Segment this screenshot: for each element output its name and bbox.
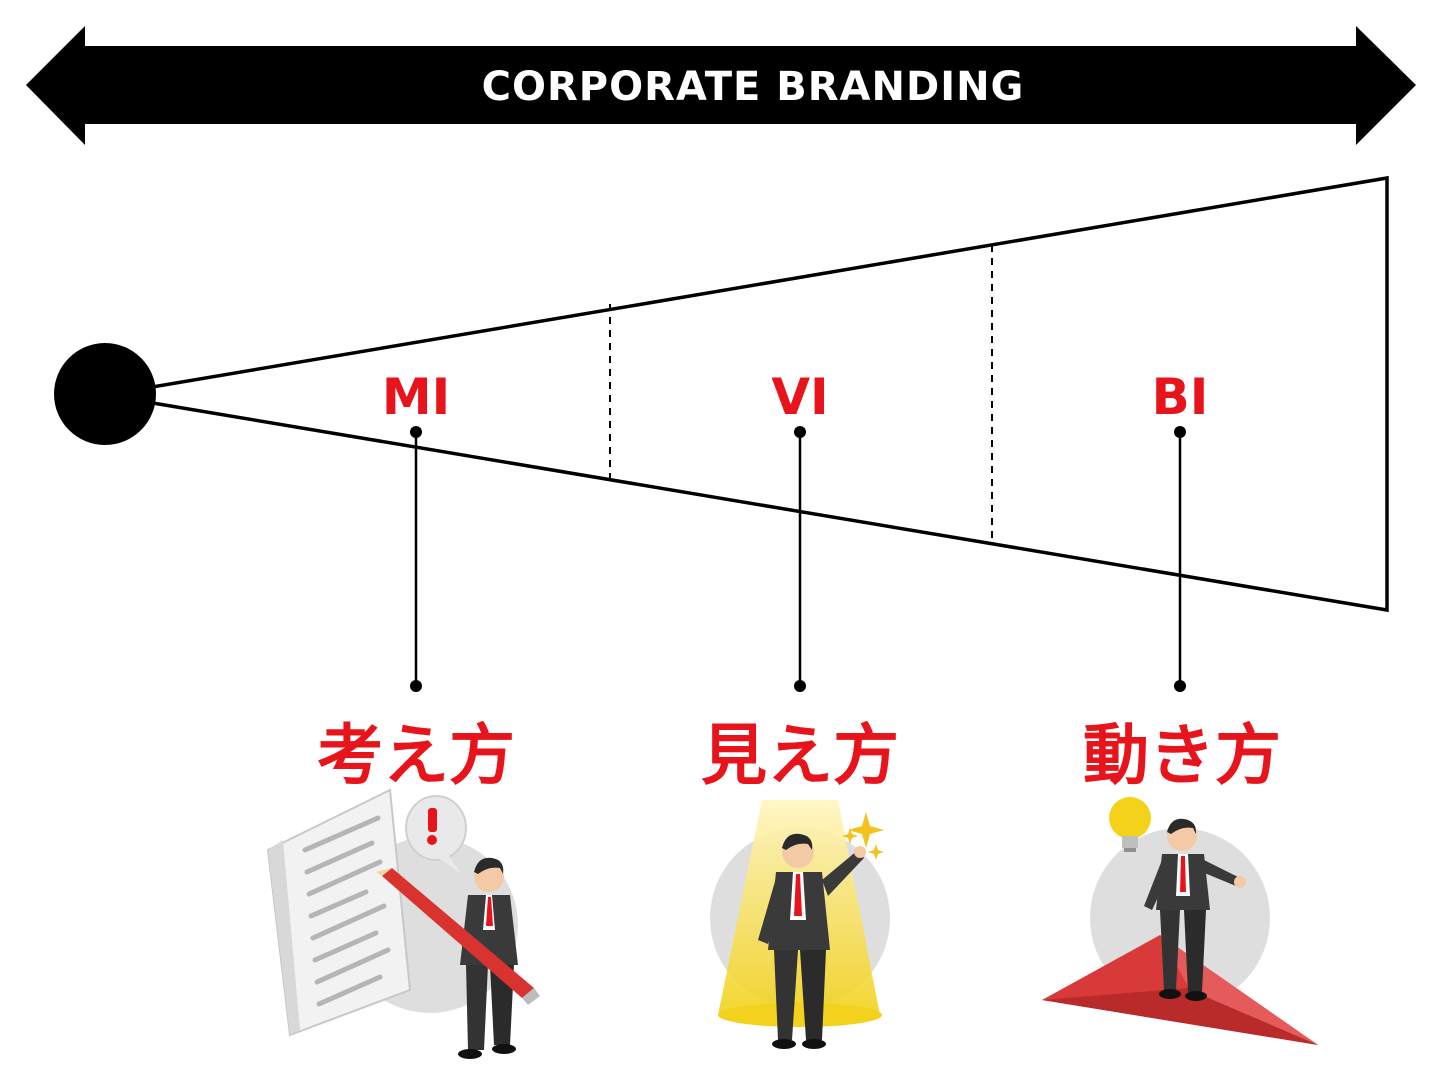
lightbulb-icon [1109, 797, 1151, 852]
origin-dot [54, 343, 156, 445]
stage-bi: BI 動き方 [1083, 368, 1281, 794]
pencil-icon [376, 868, 540, 1005]
speech-bubble-tail [438, 855, 462, 874]
stage-mi: MI 考え方 [317, 368, 515, 794]
connector-mi-bottom-dot [410, 680, 422, 692]
businessman-figure-2 [758, 833, 866, 1049]
paper-plane-businessman-icon [1042, 797, 1318, 1045]
banner-arrow-shape [26, 26, 1416, 145]
stage-vi: VI 見え方 [701, 368, 899, 794]
connector-mi-top-dot [410, 426, 422, 438]
connector-bi-bottom-dot [1174, 680, 1186, 692]
document-fold [268, 840, 300, 1035]
document-lines [302, 815, 391, 1007]
sparkle-icon [842, 812, 884, 860]
branding-cone [54, 175, 1389, 613]
stage-code-bi: BI [1152, 368, 1209, 426]
stage-label-mi: 考え方 [317, 717, 515, 794]
banner-title: CORPORATE BRANDING [482, 64, 1025, 110]
businessman-figure-3 [1144, 818, 1246, 1001]
paper-plane-icon [1042, 935, 1318, 1045]
stage-code-vi: VI [771, 368, 828, 426]
spotlight-businessman-icon [710, 800, 890, 1049]
stage-label-vi: 見え方 [701, 717, 899, 794]
exclamation-dot [427, 835, 437, 845]
banner-arrow: CORPORATE BRANDING [26, 26, 1416, 145]
spotlight-floor [718, 1003, 882, 1027]
connector-bi-top-dot [1174, 426, 1186, 438]
connector-vi-top-dot [794, 426, 806, 438]
stage-code-mi: MI [382, 368, 450, 426]
exclamation-icon [428, 808, 437, 832]
stage-label-bi: 動き方 [1083, 717, 1281, 794]
connector-vi-bottom-dot [794, 680, 806, 692]
thinking-businessman-icon [266, 788, 540, 1059]
cone-outline [104, 175, 1389, 613]
